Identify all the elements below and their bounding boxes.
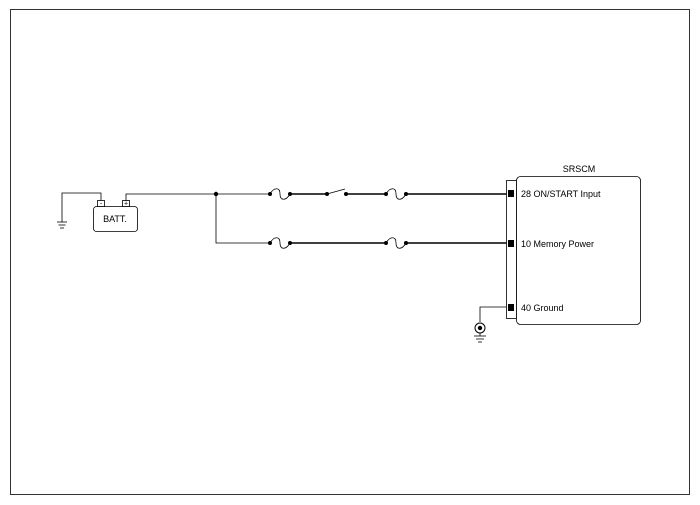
pin-label-ground: 40 Ground	[521, 303, 564, 313]
diagram-frame	[10, 9, 690, 495]
fuse-on-start-1	[269, 188, 291, 200]
module-ground	[474, 306, 510, 343]
pin-40-terminal	[508, 304, 514, 311]
pin-28-terminal	[508, 190, 514, 197]
fuse-on-start-2	[385, 188, 407, 200]
fuse-memory-1	[269, 237, 291, 249]
battery-label: BATT.	[103, 214, 127, 224]
battery-negative-terminal	[97, 200, 105, 207]
pin-label-on-start-input: 28 ON/START Input	[521, 189, 601, 199]
fuse-memory-2	[385, 237, 407, 249]
battery: - + BATT.	[93, 200, 138, 232]
module-box	[516, 176, 641, 325]
battery-ground	[57, 192, 102, 229]
module-connector	[506, 180, 517, 319]
battery-body	[93, 206, 138, 232]
module-title: SRSCM	[563, 164, 596, 174]
ignition-switch-contact	[326, 188, 346, 195]
battery-supply-wire	[125, 193, 216, 201]
branch-wire	[215, 194, 270, 244]
srscm-module: SRSCM 28 ON/START Input 10 Memory Power …	[506, 164, 641, 325]
pin-label-memory-power: 10 Memory Power	[521, 239, 594, 249]
on-start-circuit	[216, 188, 510, 200]
battery-negative-symbol: -	[100, 201, 103, 208]
pin-10-terminal	[508, 240, 514, 247]
memory-power-circuit	[268, 237, 510, 249]
battery-positive-symbol: +	[124, 201, 128, 208]
